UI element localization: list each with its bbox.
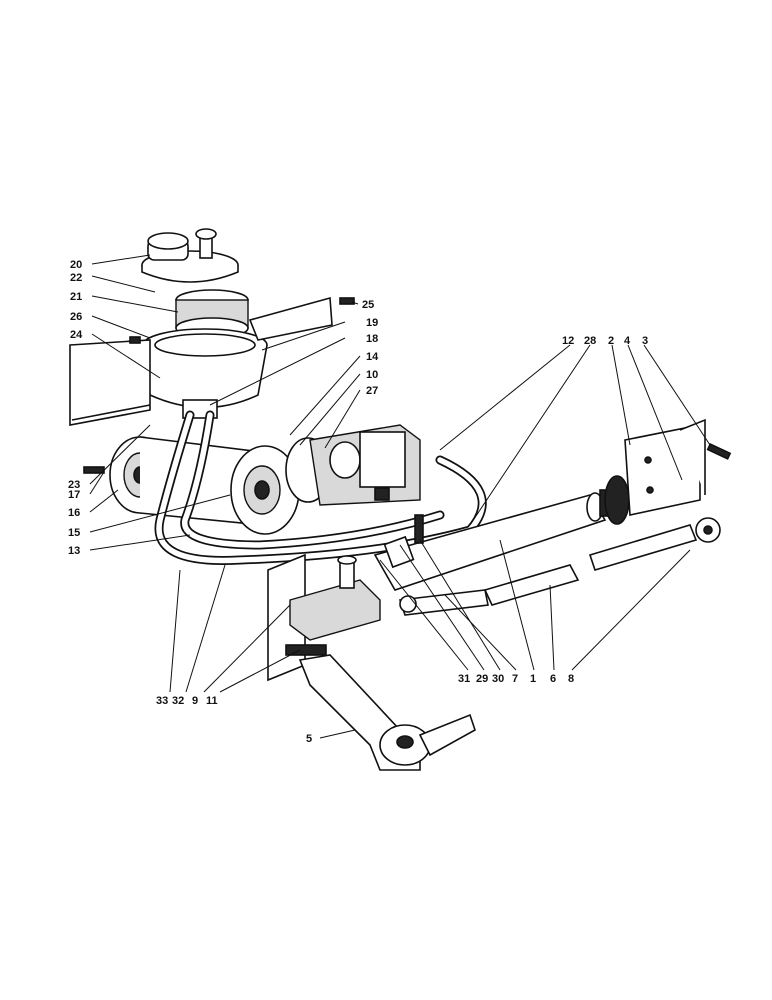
- callout-8: 8: [568, 673, 574, 685]
- callout-13: 13: [68, 545, 80, 557]
- callout-4: 4: [624, 335, 631, 347]
- callout-24: 24: [70, 329, 83, 341]
- reservoir-assembly: [69, 228, 355, 426]
- callout-labels: 20 22 21 26 24 25 19 18 14 10 27 23 17 1…: [68, 259, 648, 745]
- callout-14: 14: [366, 351, 379, 363]
- callout-9: 9: [192, 695, 198, 707]
- callout-11: 11: [206, 695, 218, 707]
- leader-lines: [89, 254, 711, 739]
- callout-12: 12: [562, 335, 574, 347]
- callout-29: 29: [476, 673, 488, 685]
- callout-6: 6: [550, 673, 556, 685]
- callout-27: 27: [366, 385, 378, 397]
- callout-33: 33: [156, 695, 168, 707]
- callout-25: 25: [362, 299, 374, 311]
- callout-21: 21: [70, 291, 82, 303]
- steering-ram: [373, 418, 732, 616]
- pump-assembly: [83, 424, 421, 535]
- callout-15: 15: [68, 527, 80, 539]
- callout-28: 28: [584, 335, 596, 347]
- callout-7: 7: [512, 673, 518, 685]
- callout-2: 2: [608, 335, 614, 347]
- hoses: [154, 410, 487, 565]
- callout-23: 23: [68, 479, 80, 491]
- callout-5: 5: [306, 733, 312, 745]
- callout-3: 3: [642, 335, 648, 347]
- callout-18: 18: [366, 333, 378, 345]
- callout-22: 22: [70, 272, 82, 284]
- callout-10: 10: [366, 369, 378, 381]
- callout-17: 17: [68, 489, 80, 501]
- callout-19: 19: [366, 317, 378, 329]
- callout-20: 20: [70, 259, 82, 271]
- callout-1: 1: [530, 673, 536, 685]
- valve-and-drop-arm: [267, 553, 476, 771]
- callout-32: 32: [172, 695, 184, 707]
- callout-31: 31: [458, 673, 470, 685]
- callout-16: 16: [68, 507, 80, 519]
- callout-30: 30: [492, 673, 504, 685]
- callout-26: 26: [70, 311, 82, 323]
